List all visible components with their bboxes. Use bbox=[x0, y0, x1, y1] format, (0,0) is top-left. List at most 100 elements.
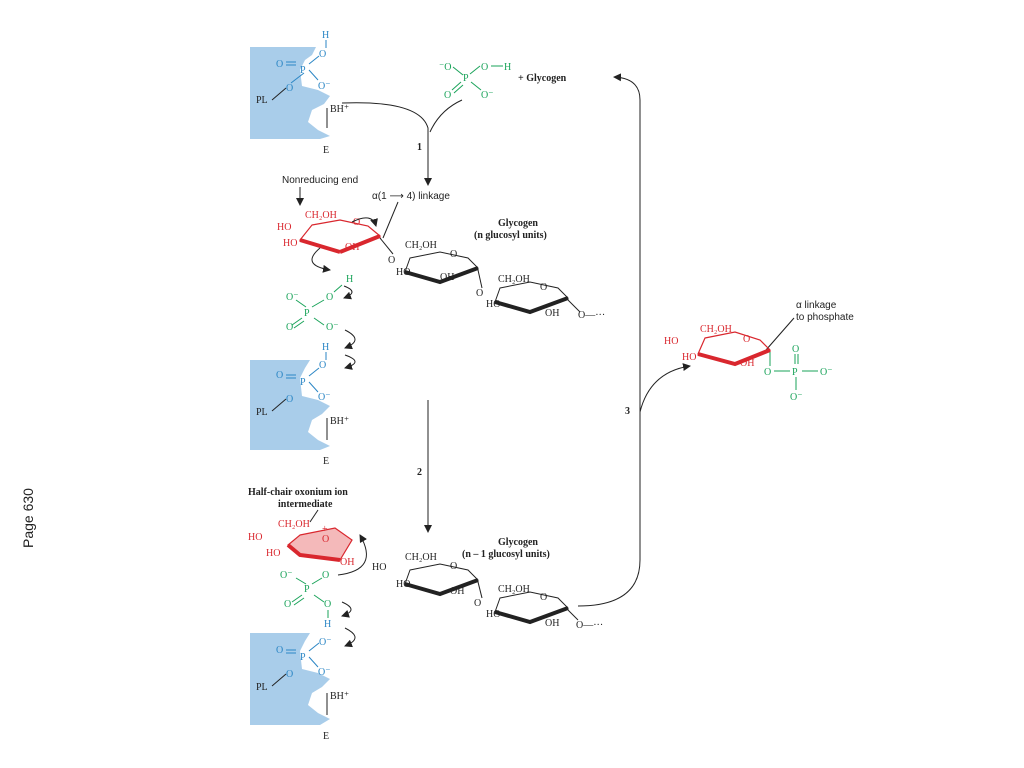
page-number-label: Page 630 bbox=[20, 488, 36, 548]
glycogen-n-sub-label: (n glucosyl units) bbox=[474, 230, 547, 241]
h-label: H bbox=[322, 342, 329, 353]
oxonium-ring-red: CH₂OH + O HO HO OH bbox=[248, 519, 354, 568]
ho-label: HO bbox=[277, 222, 291, 233]
ch2oh-label: CH₂OH bbox=[278, 519, 310, 530]
o-label: O bbox=[764, 367, 771, 378]
glucose-ring-black-3: HO CH₂OH O HO OH O bbox=[372, 552, 483, 609]
o-label: O bbox=[319, 49, 326, 60]
o-label: O bbox=[792, 344, 799, 355]
ch2oh-label: CH₂OH bbox=[498, 584, 530, 595]
phosphate-in-arrow bbox=[429, 99, 463, 133]
ch2oh-label: CH₂OH bbox=[498, 274, 530, 285]
bh-label: BH⁺ bbox=[330, 416, 349, 427]
step-3-branch-arrow bbox=[639, 363, 691, 413]
phosphate-bottom: O⁻ O P O O H bbox=[280, 570, 331, 630]
glucose-ring-black-4: CH₂OH O HO OH O—··· bbox=[486, 584, 603, 631]
ring-o-label: O bbox=[743, 334, 750, 345]
oh-label: OH bbox=[545, 308, 559, 319]
half-chair-sub-label: intermediate bbox=[278, 499, 333, 510]
oh-label: OH bbox=[345, 242, 359, 253]
oh-label: OH bbox=[340, 557, 354, 568]
ho-label: HO bbox=[396, 579, 410, 590]
oh-label: OH bbox=[740, 358, 754, 369]
o-minus-label: O⁻ bbox=[286, 292, 299, 303]
bh-label: BH⁺ bbox=[330, 104, 349, 115]
plus-label: + bbox=[322, 524, 328, 535]
glycogen-n-label: Glycogen bbox=[498, 218, 538, 229]
ho-label: HO bbox=[664, 336, 678, 347]
p-label: P bbox=[304, 308, 310, 319]
ring-o-label: O bbox=[540, 282, 547, 293]
glucose-ring-black-2: O CH₂OH O HO OH O—··· bbox=[476, 269, 605, 321]
o-minus-label: O⁻ bbox=[318, 392, 331, 403]
ho-label: HO bbox=[248, 532, 262, 543]
o-minus-label: O⁻ bbox=[326, 322, 339, 333]
h-label: H bbox=[324, 619, 331, 630]
o-label: O bbox=[286, 394, 293, 405]
p-label: P bbox=[300, 65, 306, 76]
h-label: H bbox=[322, 30, 329, 41]
ho-label: HO bbox=[266, 548, 280, 559]
o-label: O bbox=[324, 599, 331, 610]
ho-label: HO bbox=[283, 238, 297, 249]
ch2oh-label: CH₂OH bbox=[405, 552, 437, 563]
ho-label: HO bbox=[486, 609, 500, 620]
ring-o-label: O bbox=[450, 561, 457, 572]
o-label: O bbox=[319, 360, 326, 371]
o-label: O bbox=[286, 83, 293, 94]
chain-continues-label: O—··· bbox=[576, 620, 603, 631]
o-label: O bbox=[276, 59, 283, 70]
o-minus-label: ⁻O bbox=[439, 62, 452, 73]
pl-label: PL bbox=[256, 95, 268, 106]
alpha-14-linkage-label: α(1 ⟶ 4) linkage bbox=[372, 191, 450, 202]
h-label: H bbox=[504, 62, 511, 73]
o-label: O bbox=[388, 255, 395, 266]
glucose-ring-red: CH₂OH O HO HO OH bbox=[277, 210, 382, 254]
enzyme-e-label: E bbox=[323, 731, 329, 742]
ch2oh-label: CH₂OH bbox=[305, 210, 337, 221]
step-3-label: 3 bbox=[625, 406, 630, 417]
bh-label: BH⁺ bbox=[330, 691, 349, 702]
o-label: O bbox=[276, 370, 283, 381]
o-label: O bbox=[322, 570, 329, 581]
o-minus-label: O⁻ bbox=[319, 637, 332, 648]
enzyme-block-bottom: PL O P O O⁻ O⁻ BH⁺ E bbox=[250, 633, 349, 742]
step-1-arrow bbox=[341, 102, 432, 186]
o-minus-label: O⁻ bbox=[820, 367, 833, 378]
plus-glycogen-label: + Glycogen bbox=[518, 73, 567, 84]
o-minus-label: O⁻ bbox=[280, 570, 293, 581]
enzyme-e-label: E bbox=[323, 145, 329, 156]
step-3-arrow bbox=[577, 73, 641, 607]
ch2oh-label: CH₂OH bbox=[405, 240, 437, 251]
glucose-ring-black-1: O CH₂OH O HO OH bbox=[379, 237, 479, 285]
enzyme-shape bbox=[250, 47, 330, 139]
ch2oh-label: CH₂OH bbox=[700, 324, 732, 335]
o-label: O bbox=[284, 599, 291, 610]
o-minus-label: O⁻ bbox=[481, 90, 494, 101]
alpha-linkage-phosphate-label: α linkage bbox=[796, 300, 837, 311]
o-minus-label: O⁻ bbox=[790, 392, 803, 403]
o-label: O bbox=[481, 62, 488, 73]
free-phosphate: ⁻O P O H O O⁻ bbox=[439, 62, 511, 101]
alpha-linkage-phosphate-sub-label: to phosphate bbox=[796, 312, 854, 323]
step-2-label: 2 bbox=[417, 467, 422, 478]
oh-label: OH bbox=[450, 586, 464, 597]
enzyme-block-top: PL O P O O⁻ O H BH⁺ E bbox=[250, 30, 349, 156]
ring-o-label: O bbox=[450, 249, 457, 260]
o-label: O bbox=[286, 322, 293, 333]
o-label: O bbox=[276, 645, 283, 656]
phosphate-middle: H O O⁻ P O O⁻ bbox=[286, 274, 353, 333]
pl-label: PL bbox=[256, 407, 268, 418]
o-label: O bbox=[326, 292, 333, 303]
p-label: P bbox=[463, 73, 469, 84]
enzyme-block-middle: PL O P O O⁻ O H BH⁺ E bbox=[250, 342, 349, 467]
chain-continues-label: O—··· bbox=[578, 310, 605, 321]
ring-o-label: O bbox=[322, 534, 329, 545]
o-label: O bbox=[476, 288, 483, 299]
ring-o-label: O bbox=[353, 217, 360, 228]
ho-label: HO bbox=[682, 352, 696, 363]
o-label: O bbox=[444, 90, 451, 101]
glucose-1-phosphate: α linkage to phosphate CH₂OH O HO HO OH … bbox=[664, 300, 854, 403]
enzyme-e-label: E bbox=[323, 456, 329, 467]
